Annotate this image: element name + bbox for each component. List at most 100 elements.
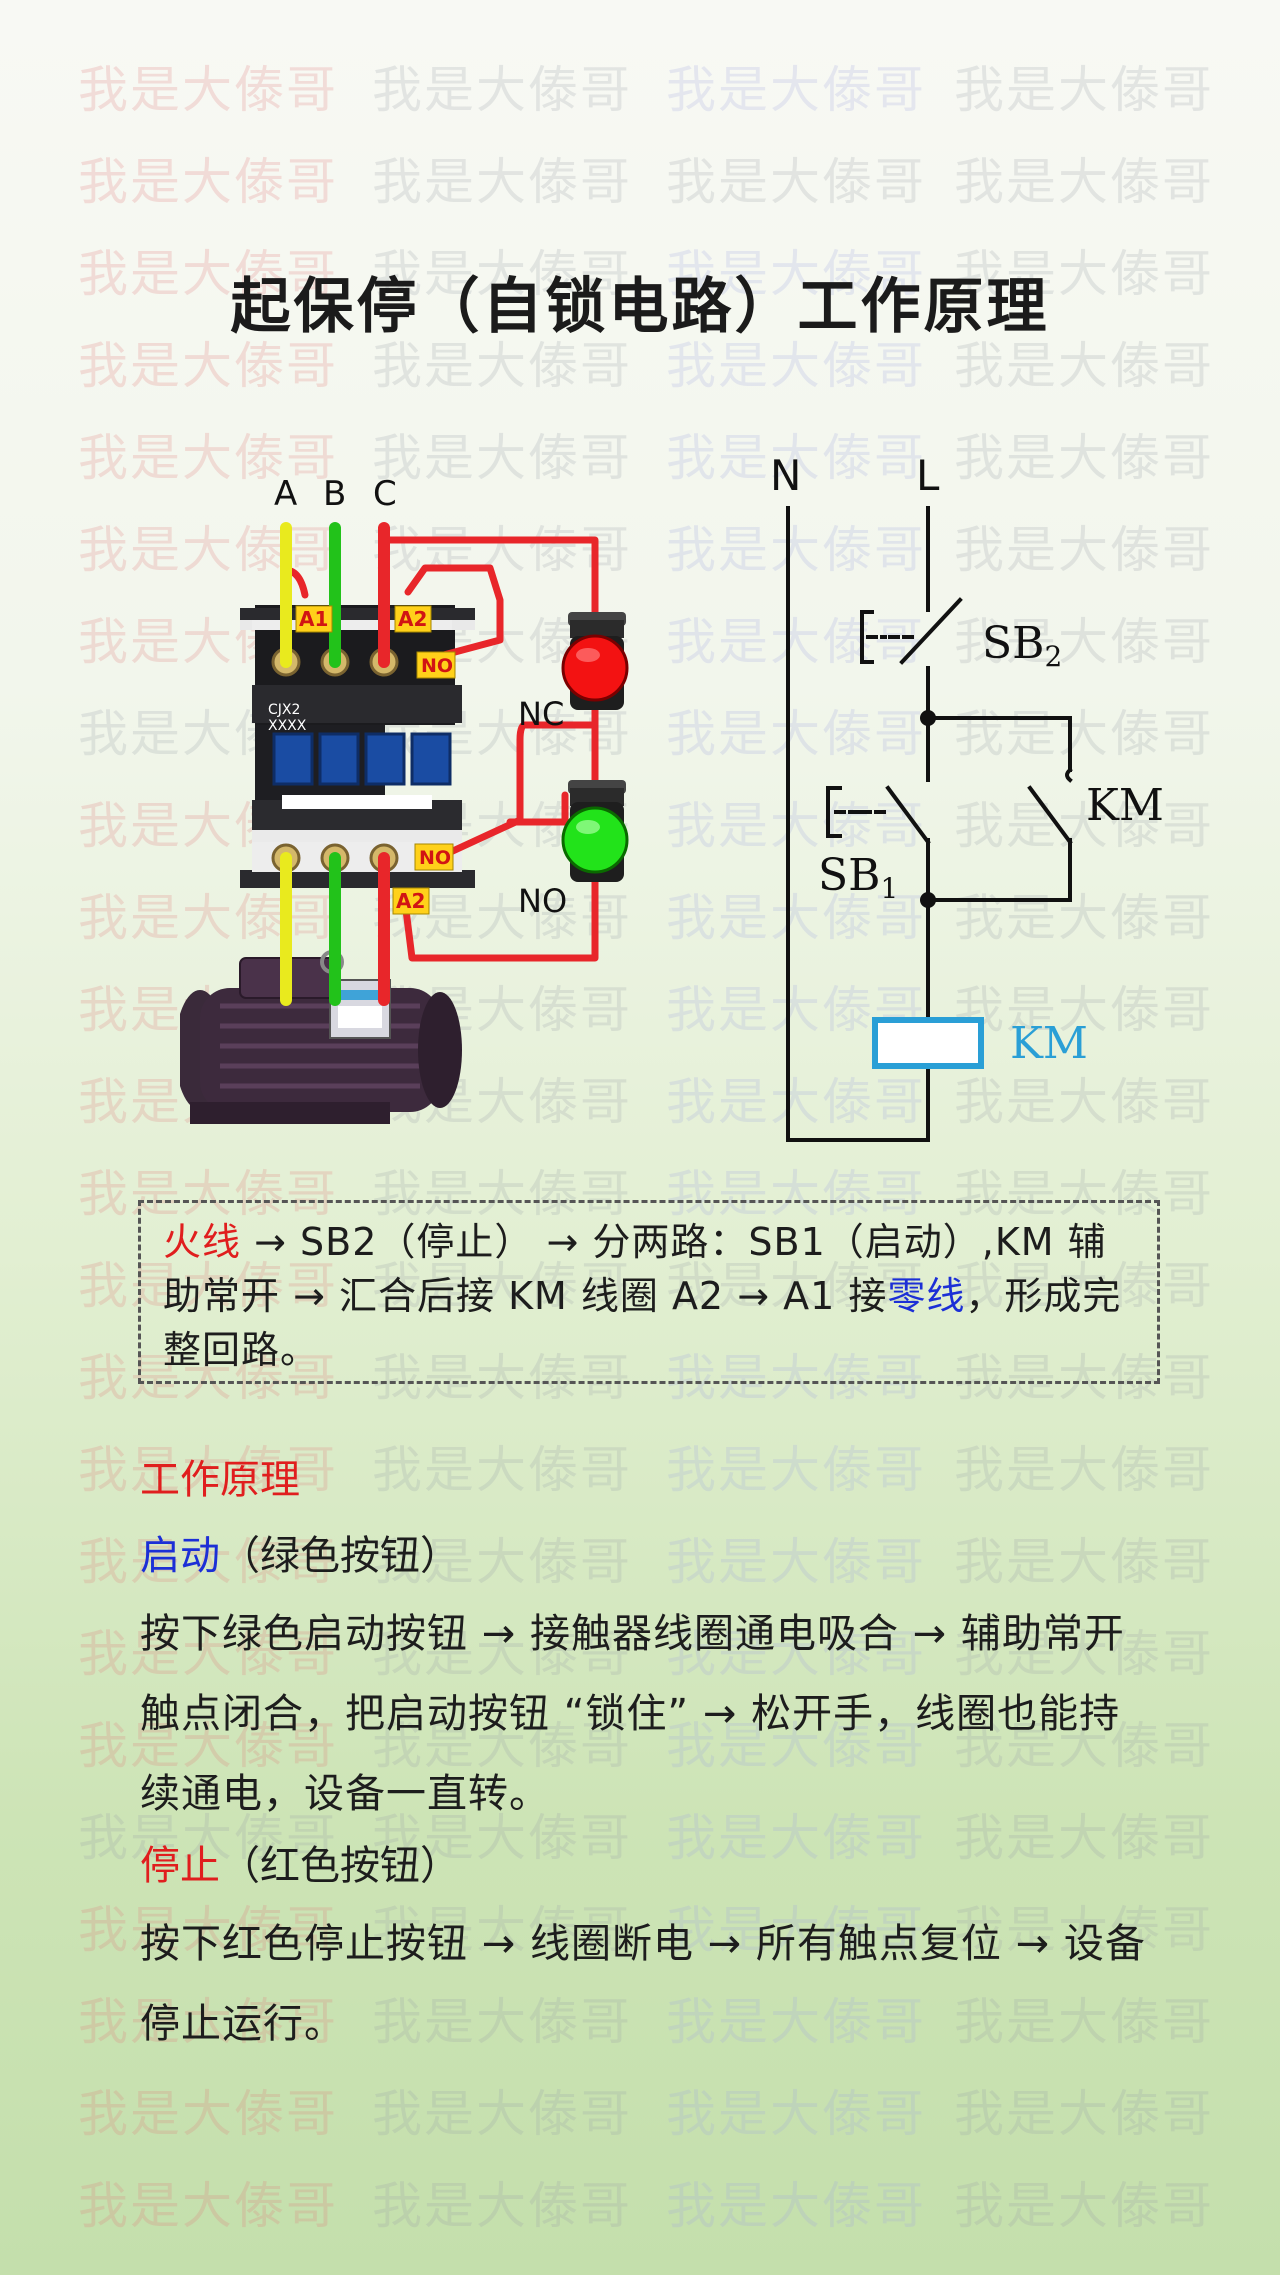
watermark-text: 我是大傣哥 <box>372 1625 632 1683</box>
watermark-text: 我是大傣哥 <box>666 1165 926 1223</box>
watermark-text: 我是大傣哥 <box>954 153 1214 211</box>
km-contact-label: KM <box>1086 780 1164 831</box>
watermark-text: 我是大傣哥 <box>78 2085 338 2143</box>
watermark-text: 我是大傣哥 <box>78 1257 338 1315</box>
watermark-text: 我是大傣哥 <box>78 337 338 395</box>
no-label: NO <box>518 882 567 920</box>
watermark-text: 我是大傣哥 <box>666 1901 926 1959</box>
watermark-text: 我是大傣哥 <box>954 429 1214 487</box>
watermark-text: 我是大傣哥 <box>666 521 926 579</box>
stop-description: 按下红色停止按钮 → 线圈断电 → 所有触点复位 → 设备停止运行。 <box>140 1921 1146 2047</box>
watermark-text: 我是大傣哥 <box>666 1073 926 1131</box>
watermark-text: 我是大傣哥 <box>78 1901 338 1959</box>
nc-label: NC <box>518 695 564 733</box>
rail-label-l: L <box>916 451 940 500</box>
junction-top <box>920 710 936 726</box>
watermark-text: 我是大傣哥 <box>666 1809 926 1867</box>
watermark-text: 我是大傣哥 <box>372 1717 632 1775</box>
watermark-text: 我是大傣哥 <box>372 337 632 395</box>
live-wire-text: 火线 <box>163 1220 242 1264</box>
watermark-text: 我是大傣哥 <box>954 613 1214 671</box>
watermark-text: 我是大傣哥 <box>954 705 1214 763</box>
stop-subheading: 停止（红色按钮） <box>140 1838 1150 1894</box>
terminal-tag-a2-top: A2 <box>398 607 427 631</box>
watermark-text: 我是大傣哥 <box>372 1165 632 1223</box>
watermark-text: 我是大傣哥 <box>954 1441 1214 1499</box>
terminal-tag-no-bottom: NO <box>419 847 451 869</box>
principle-heading: 工作原理 <box>140 1457 300 1503</box>
wiring-diagram: A B C A1 A2 NO NO A2 CJX2 XXXX NC NO <box>180 474 629 1124</box>
watermark-text: 我是大傣哥 <box>78 1533 338 1591</box>
watermark-text: 我是大傣哥 <box>78 1625 338 1683</box>
watermark-text: 我是大傣哥 <box>954 1901 1214 1959</box>
watermark-text: 我是大傣哥 <box>372 1993 632 2051</box>
watermark-text: 我是大傣哥 <box>666 2085 926 2143</box>
start-label: 启动 <box>140 1533 220 1579</box>
watermark-text: 我是大傣哥 <box>666 61 926 119</box>
watermark-text: 我是大傣哥 <box>954 521 1214 579</box>
junction-bottom <box>920 892 936 908</box>
watermark-text: 我是大傣哥 <box>954 2177 1214 2235</box>
ladder-diagram: N L SB2 SB1 KM KM <box>770 451 1164 1142</box>
watermark-text: 我是大傣哥 <box>666 2177 926 2235</box>
watermark-text: 我是大傣哥 <box>666 429 926 487</box>
watermark-text: 我是大傣哥 <box>78 429 338 487</box>
watermark-text: 我是大傣哥 <box>372 1809 632 1867</box>
watermark-text: 我是大傣哥 <box>666 613 926 671</box>
watermark-text: 我是大傣哥 <box>372 2177 632 2235</box>
km-coil <box>872 1017 984 1069</box>
watermark-text: 我是大傣哥 <box>954 1165 1214 1223</box>
watermark-text: 我是大傣哥 <box>78 2177 338 2235</box>
watermark-text: 我是大傣哥 <box>78 61 338 119</box>
watermark-text: 我是大傣哥 <box>954 1073 1214 1131</box>
start-note: （绿色按钮） <box>220 1533 460 1579</box>
page-title: 起保停（自锁电路）工作原理 <box>230 272 1050 342</box>
terminal-tag-a1: A1 <box>299 607 328 631</box>
motor-illustration <box>180 950 462 1124</box>
watermark-text: 我是大傣哥 <box>954 1717 1214 1775</box>
sb2-label: SB2 <box>982 618 1062 673</box>
watermark-text: 我是大傣哥 <box>372 1533 632 1591</box>
watermark-text: 我是大傣哥 <box>954 2085 1214 2143</box>
start-subheading: 启动（绿色按钮） <box>140 1528 1150 1584</box>
watermark-text: 我是大傣哥 <box>666 1625 926 1683</box>
watermark-text: 我是大傣哥 <box>666 1349 926 1407</box>
watermark-text: 我是大傣哥 <box>372 2085 632 2143</box>
sb1-label: SB1 <box>818 850 898 905</box>
watermark-text: 我是大傣哥 <box>78 245 338 303</box>
watermark-text: 我是大傣哥 <box>372 1349 632 1407</box>
watermark-text: 我是大傣哥 <box>954 797 1214 855</box>
stop-label: 停止 <box>140 1843 220 1889</box>
watermark-text: 我是大傣哥 <box>666 1441 926 1499</box>
contactor-model-line1: CJX2 <box>268 702 300 718</box>
watermark-text: 我是大傣哥 <box>78 1993 338 2051</box>
watermark-text: 我是大傣哥 <box>372 521 632 579</box>
phase-wires <box>280 522 390 1006</box>
watermark-text: 我是大傣哥 <box>666 889 926 947</box>
watermark-text: 我是大傣哥 <box>372 429 632 487</box>
watermark-text: 我是大傣哥 <box>954 1993 1214 2051</box>
watermark-text: 我是大傣哥 <box>954 1809 1214 1867</box>
watermark-text: 我是大傣哥 <box>954 1349 1214 1407</box>
watermark-text: 我是大傣哥 <box>78 1441 338 1499</box>
watermark-text: 我是大傣哥 <box>78 1717 338 1775</box>
km-coil-label: KM <box>1010 1018 1088 1069</box>
contactor-model-line2: XXXX <box>268 718 307 734</box>
phase-label-a: A <box>274 474 297 514</box>
terminal-tag-a2-bottom: A2 <box>396 889 425 913</box>
summary-box: 火线 → SB2（停止） → 分两路：SB1（启动）,KM 辅助常开 → 汇合后… <box>138 1200 1160 1384</box>
summary-text-1: → SB2（停止） → 分两路：SB1（启动）,KM 辅助常开 → 汇合后接 K… <box>163 1220 1107 1318</box>
watermark-text: 我是大傣哥 <box>666 797 926 855</box>
watermark-text: 我是大傣哥 <box>372 1257 632 1315</box>
watermark-text: 我是大傣哥 <box>78 1165 338 1223</box>
watermark-text: 我是大傣哥 <box>666 1993 926 2051</box>
watermark-text: 我是大傣哥 <box>372 153 632 211</box>
watermark-text: 我是大傣哥 <box>954 337 1214 395</box>
start-description: 按下绿色启动按钮 → 接触器线圈通电吸合 → 辅助常开触点闭合，把启动按钮 “锁… <box>140 1611 1125 1817</box>
watermark-text: 我是大傣哥 <box>666 1257 926 1315</box>
watermark-text: 我是大傣哥 <box>954 1533 1214 1591</box>
watermark-text: 我是大傣哥 <box>666 1717 926 1775</box>
watermark-text: 我是大傣哥 <box>666 337 926 395</box>
watermark-text: 我是大傣哥 <box>954 1625 1214 1683</box>
watermark-text: 我是大傣哥 <box>666 153 926 211</box>
